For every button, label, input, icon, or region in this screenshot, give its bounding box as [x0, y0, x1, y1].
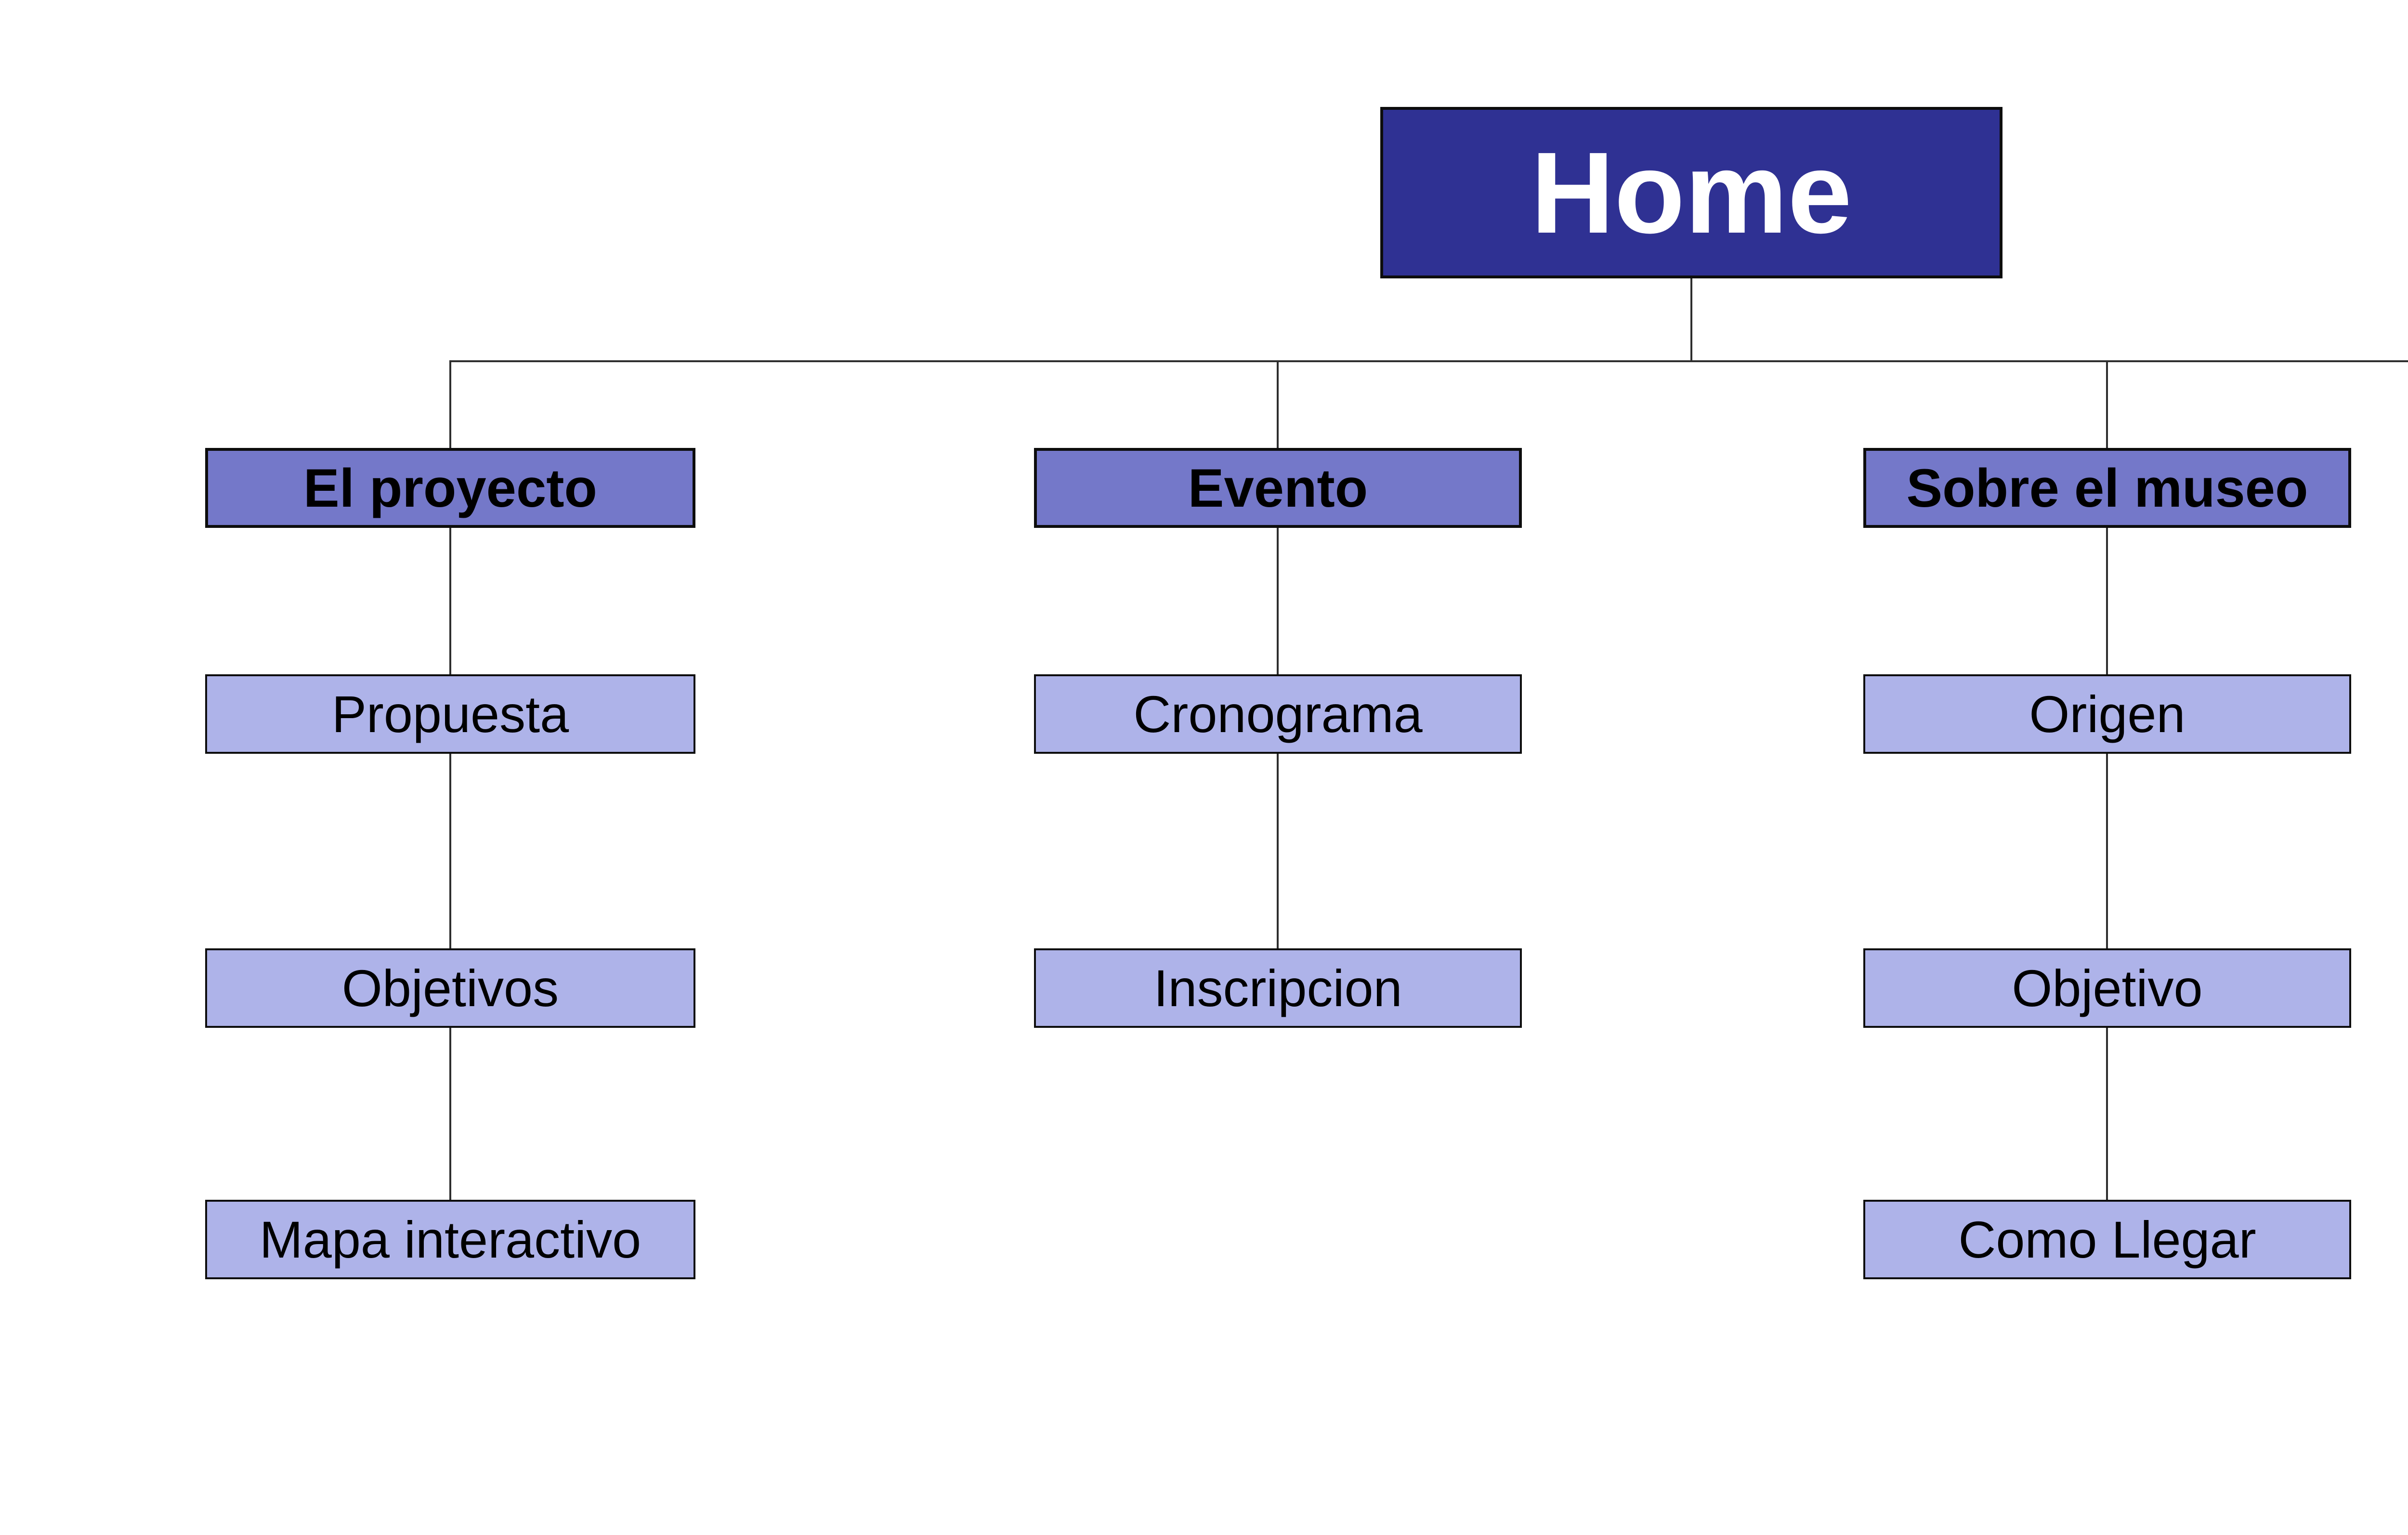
- node-objetivos[interactable]: Objetivos: [205, 948, 695, 1028]
- node-mapa-interactivo-label: Mapa interactivo: [259, 1210, 641, 1269]
- connector-evento-cronograma: [1277, 528, 1279, 674]
- node-cronograma-label: Cronograma: [1133, 685, 1423, 743]
- node-como-llegar-label: Como Llegar: [1958, 1210, 2256, 1269]
- connector-sobre-el-museo-origen: [2106, 528, 2108, 674]
- connector-main-horizontal: [450, 360, 2408, 362]
- node-objetivo-label: Objetivo: [2012, 959, 2203, 1017]
- node-propuesta[interactable]: Propuesta: [205, 674, 695, 754]
- node-home[interactable]: Home: [1380, 107, 2002, 278]
- node-mapa-interactivo[interactable]: Mapa interactivo: [205, 1200, 695, 1279]
- node-home-label: Home: [1531, 128, 1852, 257]
- node-sobre-el-museo-label: Sobre el museo: [1906, 458, 2308, 518]
- connector-el-proyecto-propuesta: [449, 528, 451, 674]
- node-como-llegar[interactable]: Como Llegar: [1863, 1200, 2351, 1279]
- connector-objetivos-mapa-interactivo: [449, 1028, 451, 1200]
- node-sobre-el-museo[interactable]: Sobre el museo: [1863, 448, 2351, 528]
- connector-cronograma-inscripcion: [1277, 754, 1279, 948]
- node-propuesta-label: Propuesta: [331, 685, 569, 743]
- node-evento-label: Evento: [1188, 458, 1368, 518]
- node-cronograma[interactable]: Cronograma: [1034, 674, 1522, 754]
- node-el-proyecto-label: El proyecto: [303, 458, 597, 518]
- node-inscripcion-evento-label: Inscripcion: [1153, 959, 1402, 1017]
- node-objetivo[interactable]: Objetivo: [1863, 948, 2351, 1028]
- connector-objetivo-como-llegar: [2106, 1028, 2108, 1200]
- connector-drop-el-proyecto: [449, 360, 451, 448]
- node-evento[interactable]: Evento: [1034, 448, 1522, 528]
- node-el-proyecto[interactable]: El proyecto: [205, 448, 695, 528]
- connector-home-stem: [1690, 278, 1692, 361]
- node-inscripcion-evento[interactable]: Inscripcion: [1034, 948, 1522, 1028]
- connector-propuesta-objetivos: [449, 754, 451, 948]
- connector-origen-objetivo: [2106, 754, 2108, 948]
- connector-drop-evento: [1277, 360, 1279, 448]
- node-objetivos-label: Objetivos: [341, 959, 559, 1017]
- node-origen[interactable]: Origen: [1863, 674, 2351, 754]
- node-origen-label: Origen: [2029, 685, 2186, 743]
- connector-drop-sobre-el-museo: [2106, 360, 2108, 448]
